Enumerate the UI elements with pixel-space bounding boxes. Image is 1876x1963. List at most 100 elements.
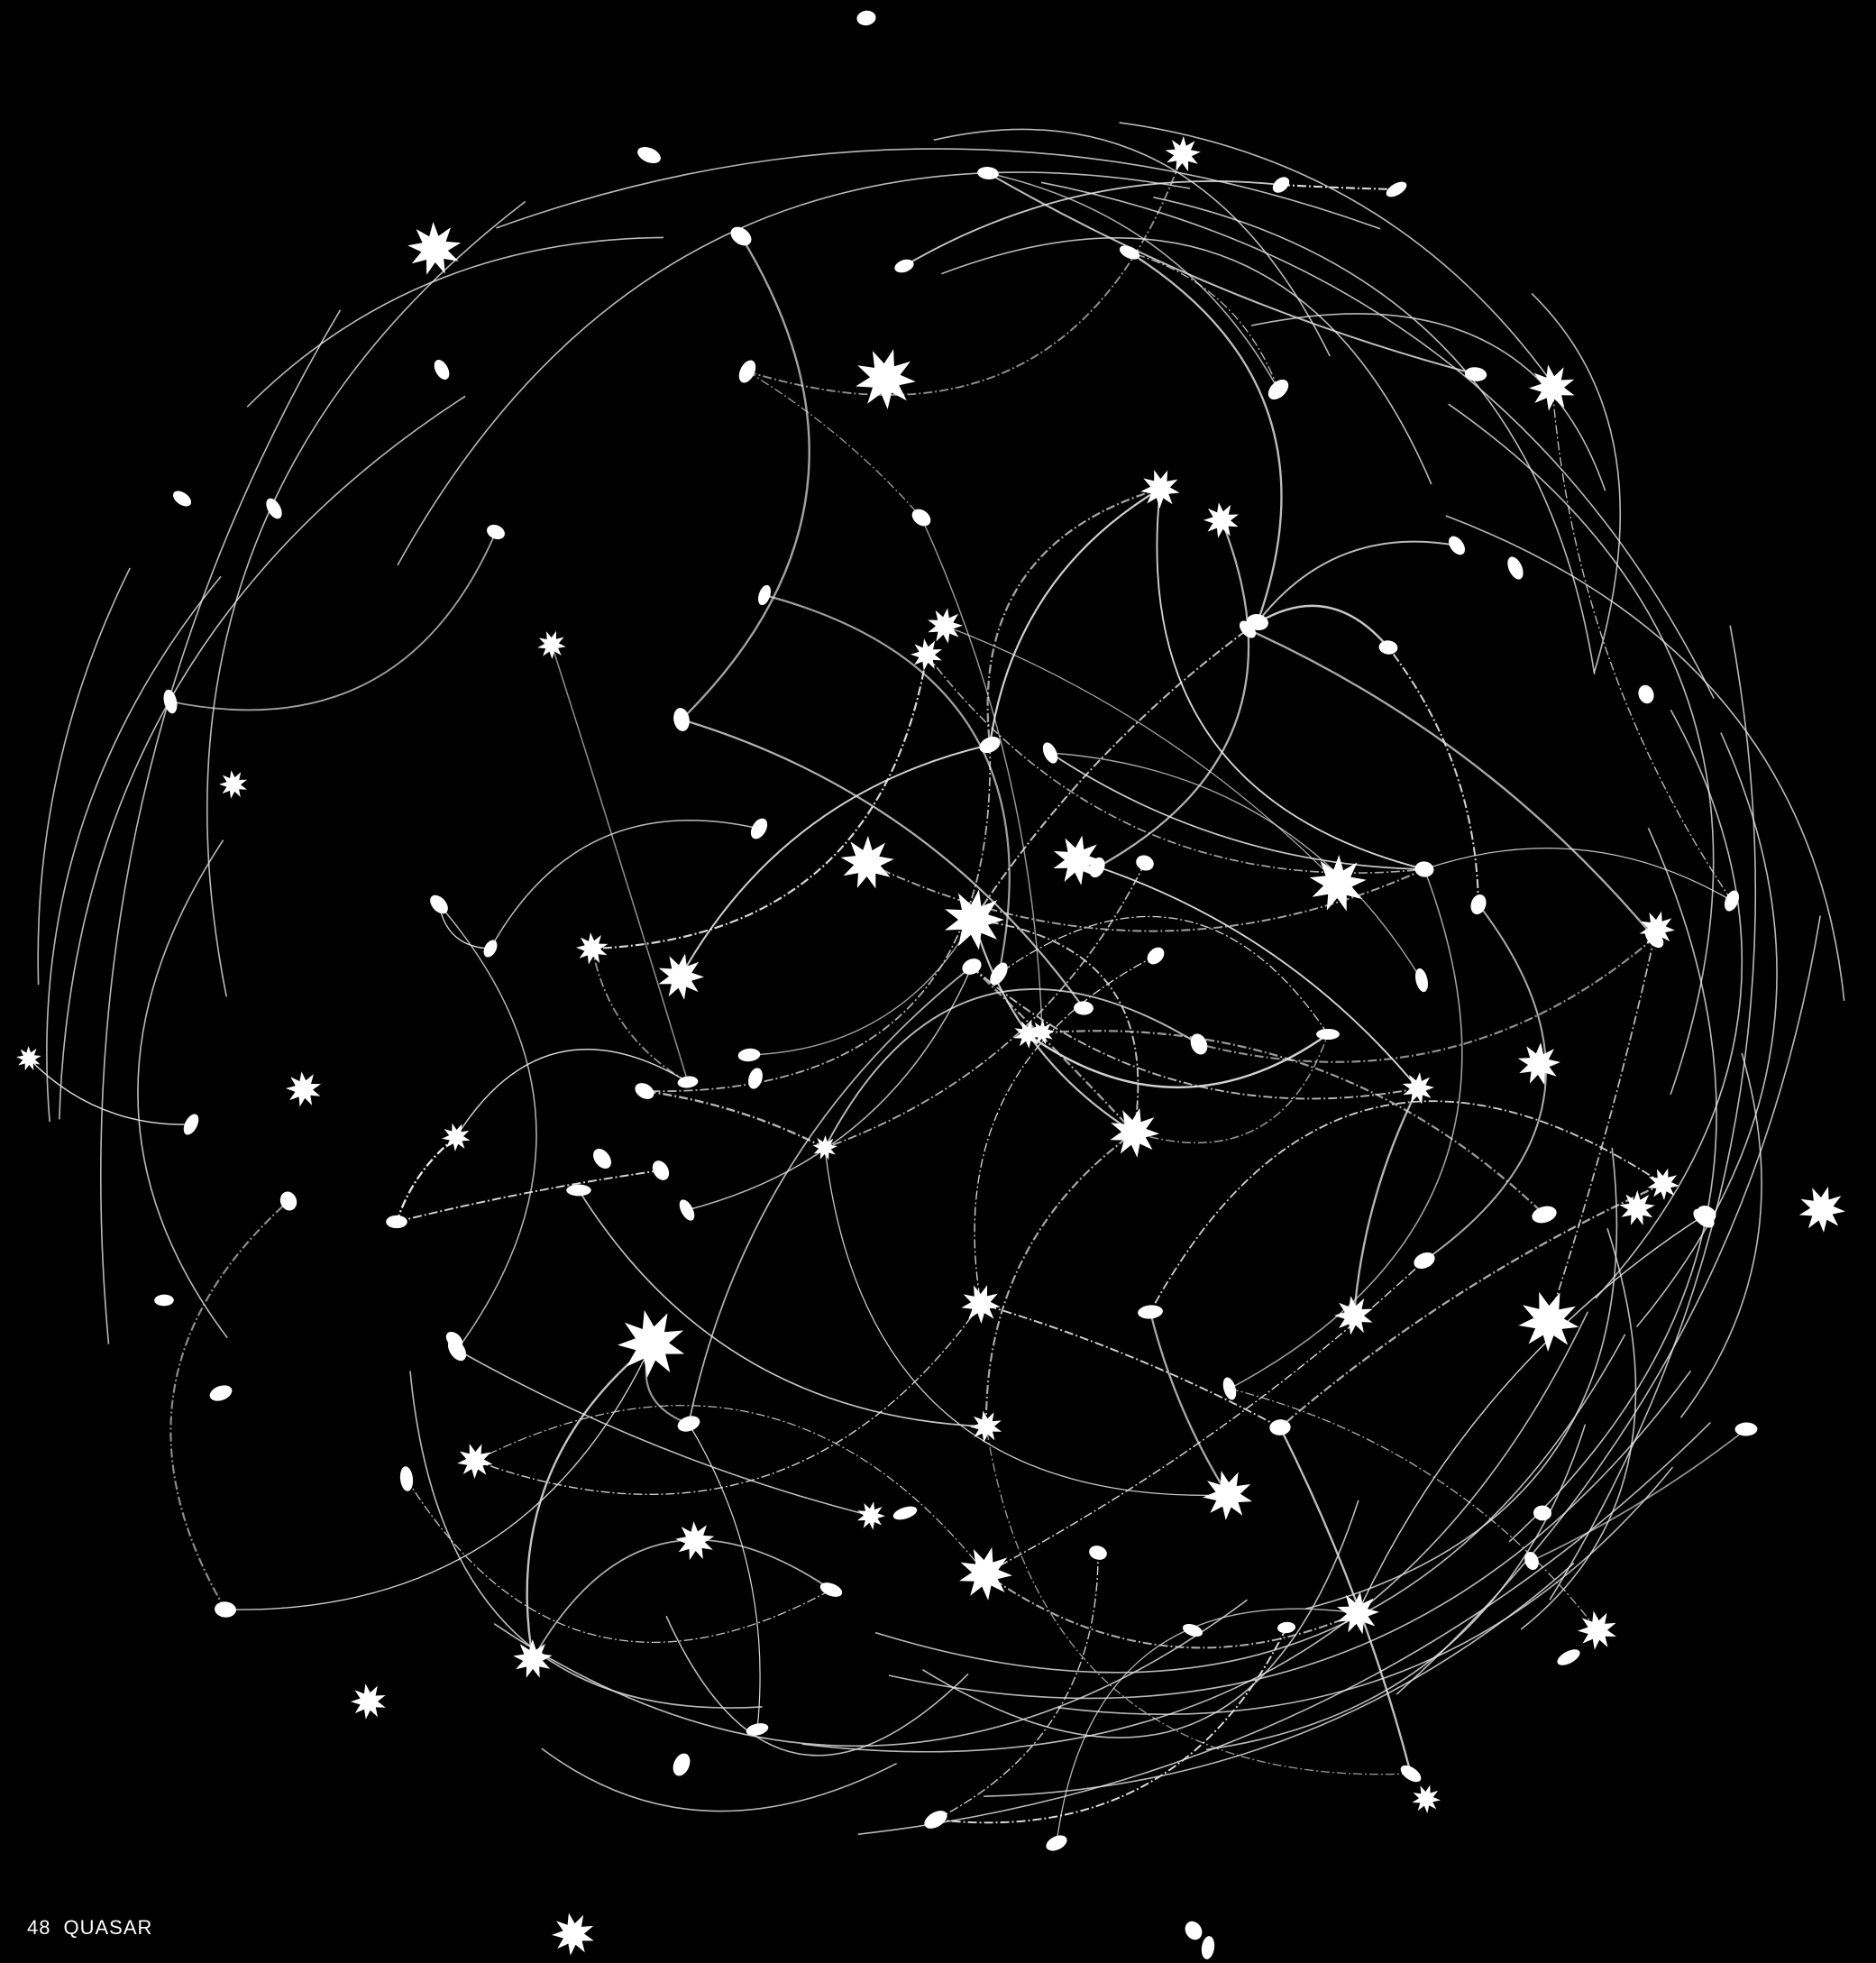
bulb-icon — [1221, 1376, 1239, 1401]
wire — [1057, 1609, 1358, 1843]
bulb-icon — [892, 257, 915, 275]
wire — [1199, 938, 1654, 1062]
star-burst-icon — [1203, 1471, 1252, 1520]
bulb-icon — [1144, 944, 1167, 968]
wire — [689, 967, 972, 1424]
wire — [457, 1350, 871, 1516]
wire — [802, 1312, 1588, 1752]
wire — [397, 1170, 661, 1222]
star-burst-icon — [457, 1444, 492, 1479]
bulb-icon — [1316, 1029, 1340, 1040]
wire — [1206, 1425, 1586, 1750]
bulb-icon — [566, 1185, 591, 1197]
wire — [1396, 916, 1820, 1695]
wire — [1248, 606, 1388, 647]
star-burst-icon — [1648, 1169, 1679, 1200]
wire — [1637, 733, 1777, 1327]
wire — [988, 173, 1278, 390]
bulb-icon — [1464, 366, 1487, 382]
bulb-icon — [1533, 1505, 1551, 1521]
wire — [999, 916, 1328, 1034]
star-burst-icon — [841, 836, 894, 889]
bulb-icon — [1523, 1550, 1542, 1572]
star-burst-icon — [1166, 136, 1201, 171]
wire — [1280, 1184, 1663, 1427]
bulb-icon — [214, 1601, 236, 1618]
wire — [985, 1573, 1358, 1647]
bulb-icon — [670, 1751, 693, 1779]
bulb-icon — [1412, 1250, 1438, 1272]
wire — [1532, 1429, 1746, 1561]
wire — [1150, 1312, 1228, 1495]
publication-name: QUASAR — [63, 1916, 152, 1940]
star-burst-icon — [959, 1547, 1012, 1601]
bulb-icon — [154, 1294, 174, 1306]
bulb-icon — [649, 1158, 673, 1183]
wire — [1281, 185, 1396, 189]
wire — [207, 202, 526, 997]
wire — [475, 1406, 985, 1573]
bulb-icon — [676, 1197, 697, 1224]
wire — [1521, 1228, 1635, 1629]
bulb-layer — [154, 9, 1758, 1959]
bulb-icon — [1636, 683, 1657, 705]
wire — [645, 745, 990, 1091]
bulb-icon — [1277, 1621, 1295, 1634]
bulb-icon — [484, 522, 507, 542]
bulb-icon — [856, 9, 876, 26]
bulb-icon — [431, 357, 452, 382]
bulb-icon — [386, 1215, 407, 1228]
star-burst-icon — [1334, 1296, 1373, 1335]
star-burst-icon — [618, 1310, 684, 1378]
bulb-icon — [675, 1413, 701, 1434]
wire — [941, 238, 1431, 484]
wire — [592, 655, 927, 949]
star-burst-icon — [1054, 836, 1103, 885]
star-layer — [16, 136, 1845, 1956]
wire — [29, 1059, 191, 1124]
wire — [974, 920, 1138, 1133]
wire — [1424, 904, 1546, 1261]
wire — [527, 1344, 652, 1659]
star-burst-icon — [970, 1410, 1002, 1442]
star-burst-icon — [658, 954, 704, 1000]
wire — [988, 489, 1160, 745]
bulb-icon — [635, 143, 663, 166]
star-burst-icon — [1518, 1042, 1560, 1085]
bulb-icon — [1087, 1544, 1109, 1562]
wire — [1097, 520, 1249, 867]
bulb-icon — [1200, 1935, 1215, 1960]
wire — [747, 154, 1183, 395]
wire — [986, 1133, 1134, 1426]
page-number: 48 — [27, 1916, 50, 1940]
wire — [974, 622, 1258, 920]
bulb-icon — [1187, 1032, 1210, 1058]
wire — [1449, 404, 1714, 1095]
star-burst-icon — [1640, 912, 1675, 947]
star-burst-icon — [856, 349, 916, 409]
wire — [936, 1553, 1098, 1820]
wire — [666, 1616, 968, 1756]
star-burst-icon — [1518, 1292, 1579, 1352]
bulb-icon — [1118, 243, 1142, 262]
wire — [682, 236, 810, 720]
bulb-icon — [1384, 179, 1409, 200]
wire — [1028, 1034, 1328, 1087]
bulb-icon — [632, 1080, 656, 1103]
bulb-icon — [1414, 860, 1435, 878]
star-burst-icon — [552, 1913, 594, 1956]
bulb-icon — [1044, 1832, 1070, 1854]
wire — [1130, 252, 1281, 622]
wire — [981, 1304, 1280, 1427]
wire — [645, 1091, 825, 1148]
star-burst-icon — [1203, 502, 1239, 537]
bulb-icon — [747, 815, 771, 841]
wire — [936, 1628, 1286, 1822]
star-burst-icon — [537, 631, 566, 659]
wire — [533, 1540, 831, 1659]
star-burst-icon — [407, 222, 461, 275]
star-burst-icon — [1619, 1190, 1654, 1225]
bulb-icon — [426, 892, 451, 917]
wire — [1509, 828, 1716, 1542]
